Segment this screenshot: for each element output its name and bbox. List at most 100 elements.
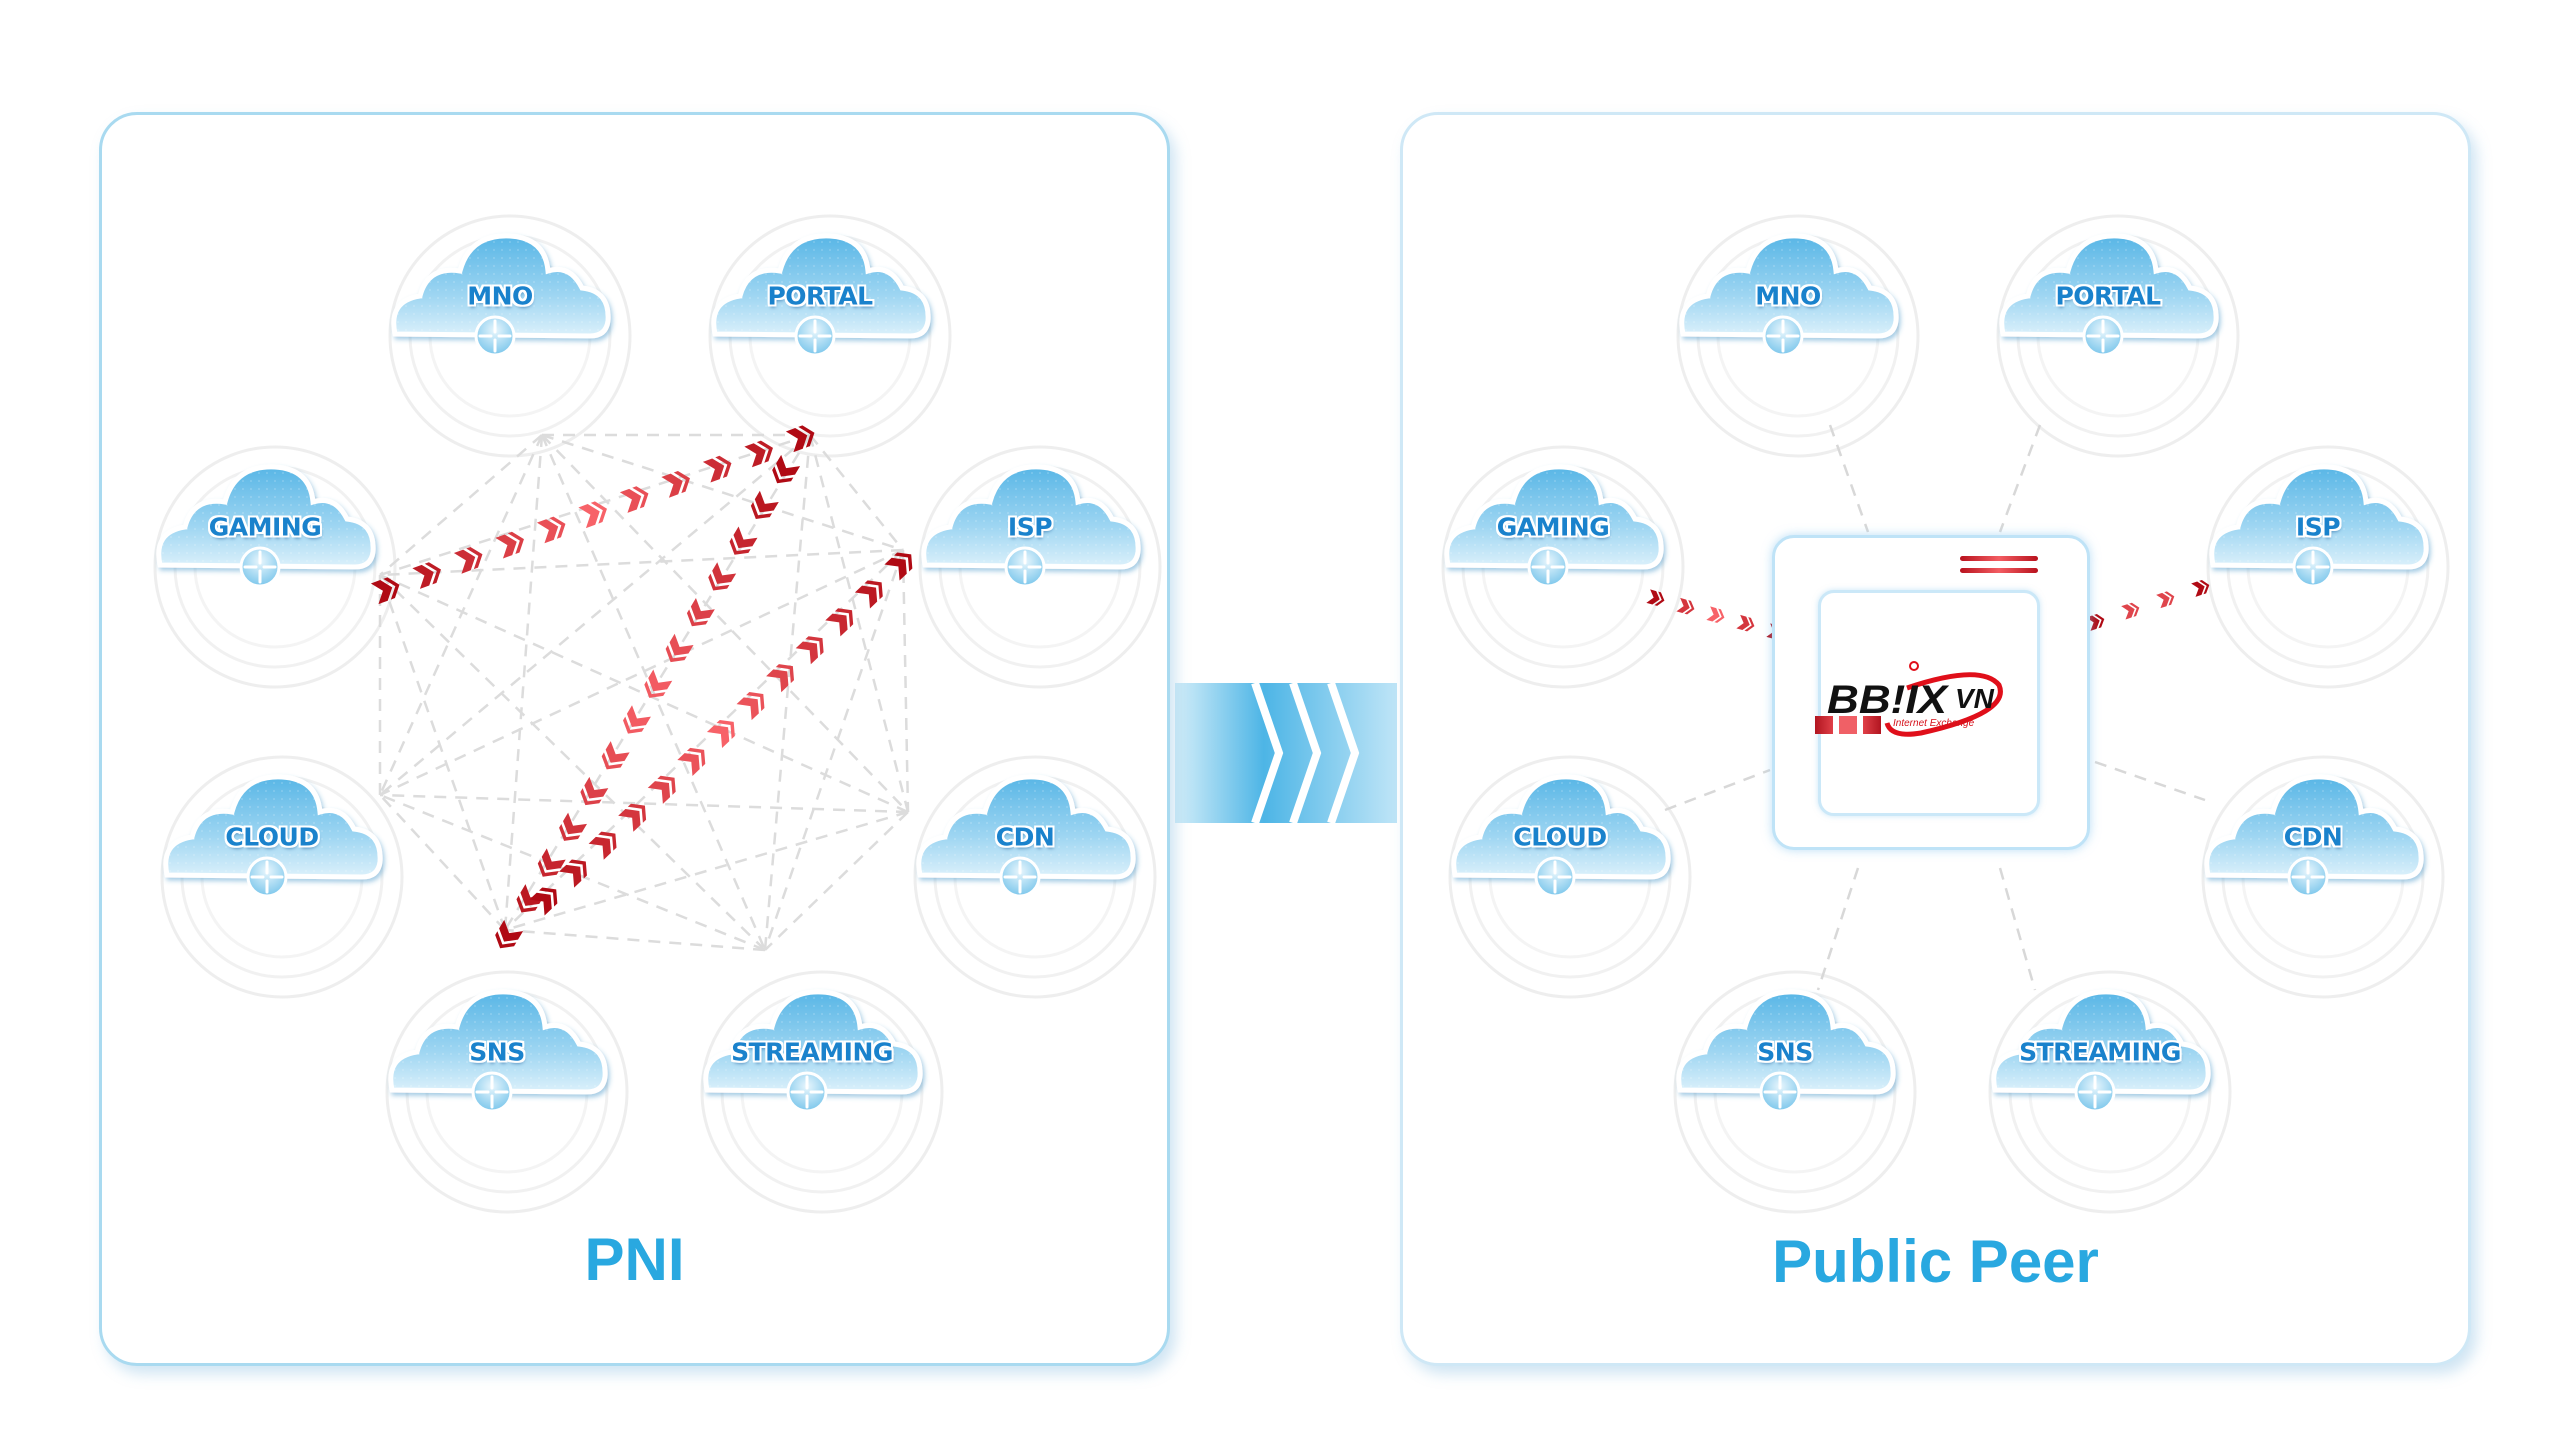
chevron-arrow-icon — [736, 692, 765, 721]
cloud-label-cdn: CDN — [995, 822, 1055, 852]
cloud-node-streaming — [703, 989, 923, 1113]
chevron-arrow-icon — [729, 526, 758, 555]
chevron-arrow-icon — [1646, 589, 1665, 606]
chevron-arrow-icon — [795, 636, 824, 665]
chevron-arrow-icon — [2191, 580, 2210, 597]
pni-title: PNI — [584, 1226, 685, 1293]
hub-indicator-line — [1960, 556, 2038, 561]
hub-spoke — [1998, 424, 2042, 533]
chevron-arrow-icon — [536, 516, 566, 544]
chevron-arrow-icon — [750, 490, 779, 519]
link-gaming-hub — [1646, 589, 1785, 640]
router-icon — [786, 1071, 828, 1113]
mesh-link — [379, 573, 909, 814]
mesh-link — [763, 549, 905, 951]
cloud-node-sns — [388, 989, 608, 1113]
cloud-node-cloud — [1451, 774, 1671, 898]
cloud-label-isp: ISP — [2295, 512, 2341, 542]
mesh-link — [540, 434, 767, 951]
cloud-label-streaming: STREAMING — [2019, 1037, 2181, 1067]
router-icon — [2074, 1071, 2116, 1113]
cloud-label-gaming: GAMING — [208, 512, 322, 542]
mesh-link — [503, 434, 544, 931]
router-icon — [794, 315, 836, 357]
cloud-label-cdn: CDN — [2283, 822, 2343, 852]
chevron-arrow-icon — [661, 471, 690, 498]
chevron-arrow-icon — [677, 747, 706, 776]
hub-status-light — [1815, 716, 1833, 734]
hub-indicator-line — [1960, 568, 2038, 573]
bbix-logo: BB!IX VN Internet Exchange — [1827, 661, 2003, 737]
hub-status-light — [1863, 716, 1881, 734]
chevron-arrow-icon — [578, 501, 607, 529]
chevron-arrow-icon — [665, 633, 694, 663]
chevron-arrow-icon — [644, 669, 673, 698]
cloud-label-portal: PORTAL — [767, 281, 873, 311]
chevron-arrow-icon — [412, 562, 441, 589]
pni-panel: PNI — [99, 112, 1170, 1366]
cloud-node-mno — [391, 233, 611, 357]
cloud-node-isp — [2209, 464, 2429, 588]
mesh-link — [541, 433, 904, 552]
mesh-link — [541, 434, 909, 813]
cloud-label-cloud: CLOUD — [225, 822, 319, 852]
link-hub-isp — [2086, 580, 2210, 631]
cloud-label-sns: SNS — [469, 1037, 525, 1067]
cloud-label-mno: MNO — [467, 281, 533, 311]
router-icon — [2287, 856, 2329, 898]
cloud-node-mno — [1679, 233, 1899, 357]
router-icon — [999, 856, 1041, 898]
cloud-node-cdn — [2204, 774, 2424, 898]
chevron-arrow-icon — [854, 580, 883, 609]
chevron-arrow-icon — [2156, 591, 2175, 609]
hub-screen: BB!IX VN Internet Exchange — [1818, 590, 2040, 816]
cloud-node-cdn — [916, 774, 1136, 898]
mesh-link — [808, 434, 910, 813]
mesh-link — [378, 574, 507, 931]
mesh-link — [504, 549, 904, 931]
chevron-arrow-icon — [601, 741, 630, 770]
mesh-link — [503, 434, 812, 931]
router-icon — [471, 1071, 513, 1113]
router-icon — [2082, 315, 2124, 357]
bbix-exchange-hub: BB!IX VN Internet Exchange — [1772, 535, 2090, 850]
mesh-link — [763, 434, 812, 951]
cloud-label-sns: SNS — [1757, 1037, 1813, 1067]
chevron-arrow-icon — [702, 455, 732, 483]
mesh-link — [379, 434, 811, 796]
mesh-link — [504, 928, 766, 952]
chevron-arrow-icon — [580, 776, 609, 806]
router-icon — [1759, 1071, 1801, 1113]
router-icon — [1527, 546, 1569, 588]
transition-connector — [1175, 683, 1397, 823]
chevron-arrow-icon — [1736, 614, 1755, 632]
cloud-node-gaming — [156, 464, 376, 588]
chevron-arrow-icon — [559, 859, 587, 888]
chevron-arrow-icon — [766, 664, 795, 693]
cloud-node-streaming — [1991, 989, 2211, 1113]
chevron-arrow-icon — [537, 848, 566, 877]
chevron-arrow-icon — [623, 705, 651, 734]
chevron-arrow-icon — [686, 597, 715, 627]
hub-spoke — [1998, 867, 2037, 991]
hub-status-light — [1839, 716, 1857, 734]
chevron-arrow-icon — [516, 884, 545, 913]
cloud-label-isp: ISP — [1007, 512, 1053, 542]
chevron-arrow-icon — [370, 577, 400, 605]
chevron-arrow-icon — [647, 775, 676, 804]
hub-spoke — [1828, 424, 1870, 533]
router-icon — [239, 546, 281, 588]
chevron-arrow-icon — [1676, 597, 1695, 615]
chevron-arrow-icon — [529, 887, 558, 916]
cloud-label-portal: PORTAL — [2055, 281, 2161, 311]
chevron-arrow-icon — [706, 719, 735, 749]
chevron-arrow-icon — [1706, 606, 1725, 623]
mesh-link — [901, 549, 910, 813]
mesh-link — [379, 548, 904, 797]
cloud-label-streaming: STREAMING — [731, 1037, 893, 1067]
mesh-link — [379, 434, 543, 576]
chevron-arrow-icon — [618, 803, 647, 832]
chevron-arrow-icon — [559, 812, 588, 841]
link-sns-isp — [529, 552, 913, 916]
